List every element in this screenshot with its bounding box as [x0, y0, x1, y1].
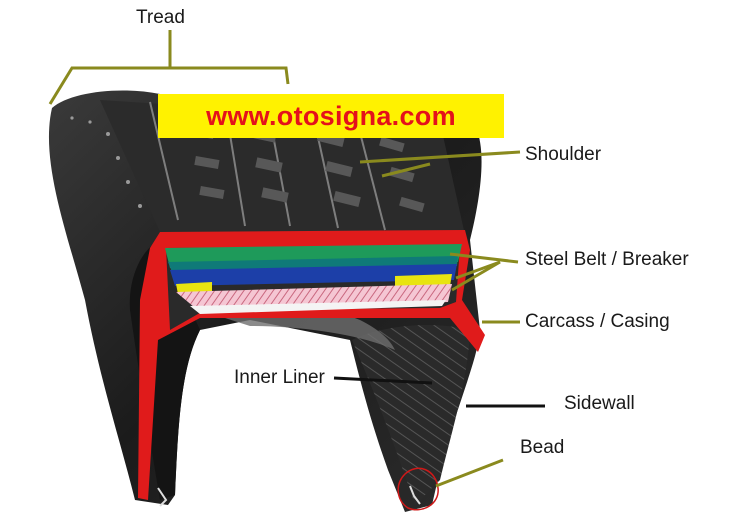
label-inner-liner: Inner Liner: [234, 367, 325, 388]
label-tread: Tread: [136, 7, 185, 28]
label-bead: Bead: [520, 437, 565, 458]
belt-leader: [449, 252, 519, 264]
bead-highlight: [157, 467, 439, 511]
bead-leader: [435, 458, 504, 488]
watermark-text: www.otosigna.com: [206, 100, 456, 131]
leader-lines: [333, 150, 545, 488]
label-steel-belt: Steel Belt / Breaker: [525, 249, 689, 270]
cross-section-layers: [138, 230, 485, 500]
inner-liner-leader: [333, 376, 433, 385]
tread-bracket: [48, 30, 290, 105]
label-sidewall: Sidewall: [564, 393, 635, 414]
watermark-banner: www.otosigna.com: [158, 94, 504, 138]
shoulder-leader: [359, 150, 521, 164]
label-carcass: Carcass / Casing: [525, 311, 670, 332]
label-shoulder: Shoulder: [525, 144, 602, 165]
